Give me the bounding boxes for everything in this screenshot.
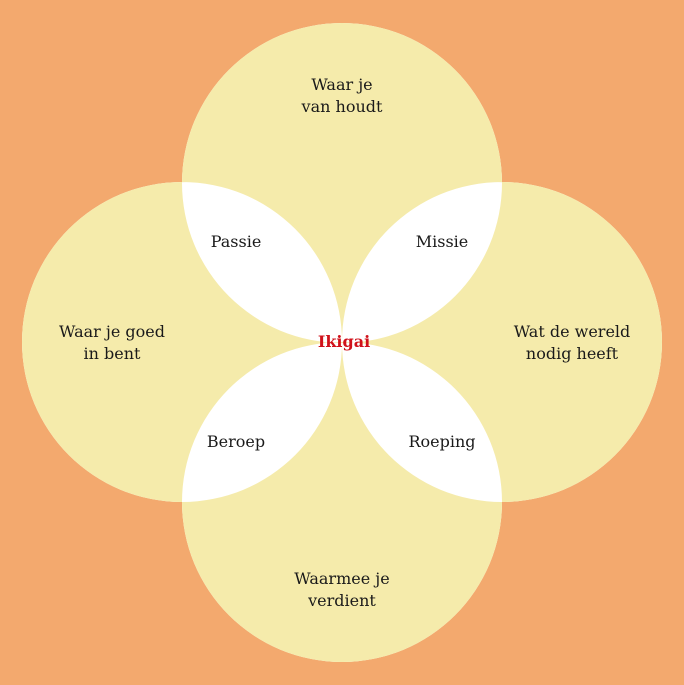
overlap-label-beroep: Beroep (207, 432, 265, 451)
center-label-ikigai: Ikigai (318, 332, 370, 351)
overlap-label-passie: Passie (211, 232, 262, 251)
overlap-label-missie: Missie (416, 232, 469, 251)
venn-circles (22, 23, 662, 662)
overlap-label-roeping: Roeping (408, 432, 475, 451)
